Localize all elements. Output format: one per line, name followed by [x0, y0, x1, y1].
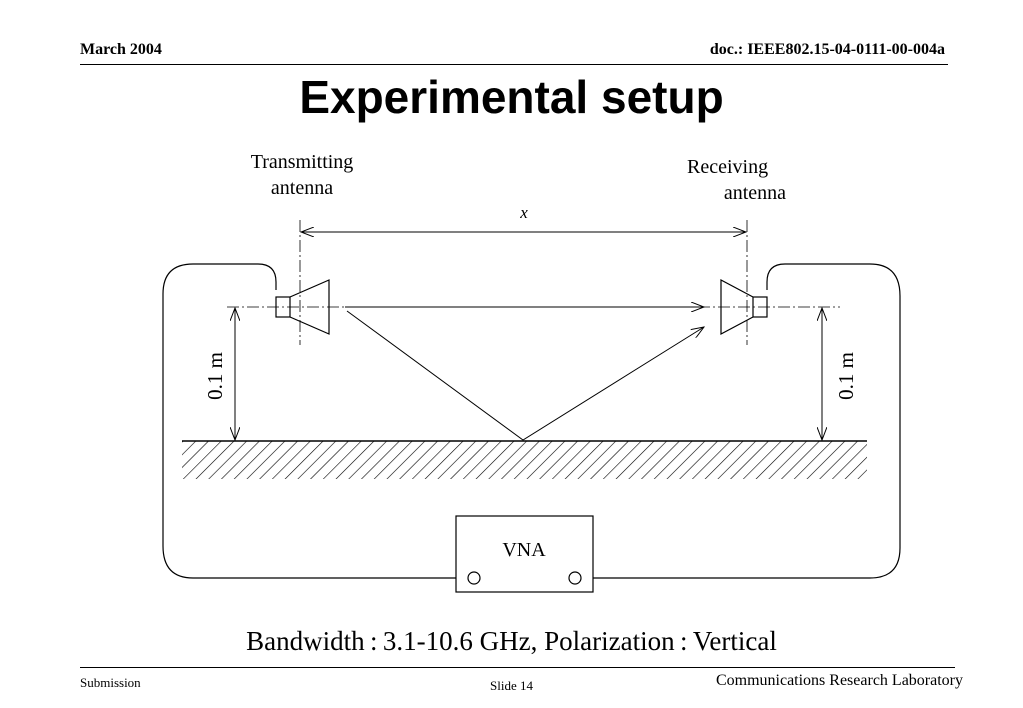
ground-plane — [182, 440, 867, 479]
footer-submission: Submission — [80, 675, 141, 690]
transmitting-antenna-label: Transmitting antenna — [250, 151, 354, 199]
distance-label: x — [519, 203, 528, 222]
footer-organization: Communications Research Laboratory — [715, 672, 963, 689]
header-doc-id: doc.: IEEE802.15-04-0111-00-004a — [709, 41, 945, 58]
vna-port-1 — [467, 571, 481, 585]
bandwidth-caption: Bandwidth : 3.1-10.6 GHz, Polarization :… — [246, 626, 777, 656]
receiving-antenna-label: Receiving antenna — [687, 156, 786, 204]
left-height-label: 0.1 m — [203, 352, 227, 400]
right-height-label: 0.1 m — [834, 352, 858, 400]
footer-slide-number: Slide 14 — [490, 678, 533, 693]
header-divider — [80, 64, 948, 65]
cable-loop — [162, 263, 901, 579]
header-date: March 2004 — [80, 41, 162, 58]
reflected-path-ray — [346, 310, 704, 441]
vna-label: VNA — [502, 539, 546, 561]
slide-title: Experimental setup — [299, 71, 724, 123]
vna-port-2 — [568, 571, 582, 585]
vna-instrument: VNA — [455, 515, 594, 593]
footer-divider — [80, 667, 955, 668]
antenna-centerlines — [227, 220, 840, 345]
